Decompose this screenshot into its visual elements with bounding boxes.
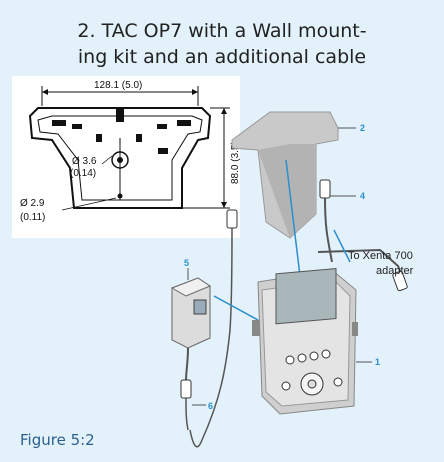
adapter-port bbox=[193, 299, 207, 315]
callout-1: 1 bbox=[375, 357, 380, 367]
height-arrow-bottom bbox=[221, 202, 227, 208]
connector-upper bbox=[226, 209, 238, 229]
height-label: 88.0 (3.5) bbox=[230, 141, 240, 184]
connector-6 bbox=[180, 379, 192, 399]
hole-center-leader bbox=[101, 155, 113, 165]
slot-1 bbox=[52, 120, 66, 126]
dimension-drawing: 128.1 (5.0) Ø 3.6 (0.14) Ø 2.9 bbox=[12, 76, 240, 238]
hole-left-label-b: (0.11) bbox=[20, 212, 45, 223]
height-arrow-top bbox=[221, 108, 227, 114]
slot-7 bbox=[158, 148, 168, 154]
panel-left-clip bbox=[252, 320, 260, 336]
slot-6 bbox=[136, 134, 142, 142]
figure-caption: Figure 5:2 bbox=[20, 431, 95, 449]
slot-4 bbox=[177, 120, 191, 126]
callout-5: 5 bbox=[184, 258, 189, 268]
cable-6-short bbox=[185, 397, 189, 431]
slot-5 bbox=[96, 134, 102, 142]
width-arrow-left bbox=[42, 89, 48, 95]
adapter-cable bbox=[185, 347, 189, 381]
panel-key-2 bbox=[297, 353, 307, 363]
callout-4: 4 bbox=[360, 191, 365, 201]
figure-title: 2. TAC OP7 with a Wall mount- ing kit an… bbox=[0, 18, 444, 70]
hole-center-label-a: Ø 3.6 bbox=[72, 156, 97, 167]
slot-top bbox=[116, 108, 124, 122]
xenta-note-line1: To Xenta 700 bbox=[348, 250, 413, 262]
title-line-2: ing kit and an additional cable bbox=[77, 46, 367, 68]
panel-key-4 bbox=[321, 349, 331, 359]
slot-3 bbox=[157, 124, 167, 129]
width-label: 128.1 (5.0) bbox=[94, 80, 142, 91]
width-arrow-right bbox=[192, 89, 198, 95]
assembly-line-1 bbox=[285, 159, 301, 277]
hole-left-label-a: Ø 2.9 bbox=[20, 198, 45, 209]
wall-bracket-side bbox=[258, 144, 316, 238]
panel-dial-center bbox=[307, 379, 317, 389]
callout-6: 6 bbox=[208, 401, 213, 411]
panel-key-3 bbox=[309, 351, 319, 361]
callout-2: 2 bbox=[360, 123, 365, 133]
panel-key-1 bbox=[285, 355, 295, 365]
dimension-drawing-svg: 128.1 (5.0) Ø 3.6 (0.14) Ø 2.9 bbox=[20, 80, 240, 223]
cable-4 bbox=[324, 197, 333, 263]
slot-2 bbox=[72, 124, 82, 129]
title-line-1: 2. TAC OP7 with a Wall mount- bbox=[77, 20, 367, 42]
hole-center-label-b: (0.14) bbox=[70, 168, 96, 179]
panel-display bbox=[275, 268, 337, 325]
panel-key-6 bbox=[333, 377, 343, 387]
lower-hole bbox=[117, 193, 123, 199]
assembly-line-3 bbox=[213, 295, 259, 321]
connector-xenta bbox=[392, 270, 408, 292]
panel-side-clip bbox=[352, 322, 358, 336]
adapter-top bbox=[170, 277, 212, 297]
hole-left-leader bbox=[61, 197, 117, 211]
bracket-inner bbox=[37, 115, 203, 201]
xenta-note-line2: adapter bbox=[376, 265, 414, 277]
assembly-line-2 bbox=[333, 229, 351, 263]
cable-6-long bbox=[189, 227, 233, 448]
connector-4-top bbox=[319, 179, 331, 199]
panel-key-5 bbox=[281, 381, 291, 391]
